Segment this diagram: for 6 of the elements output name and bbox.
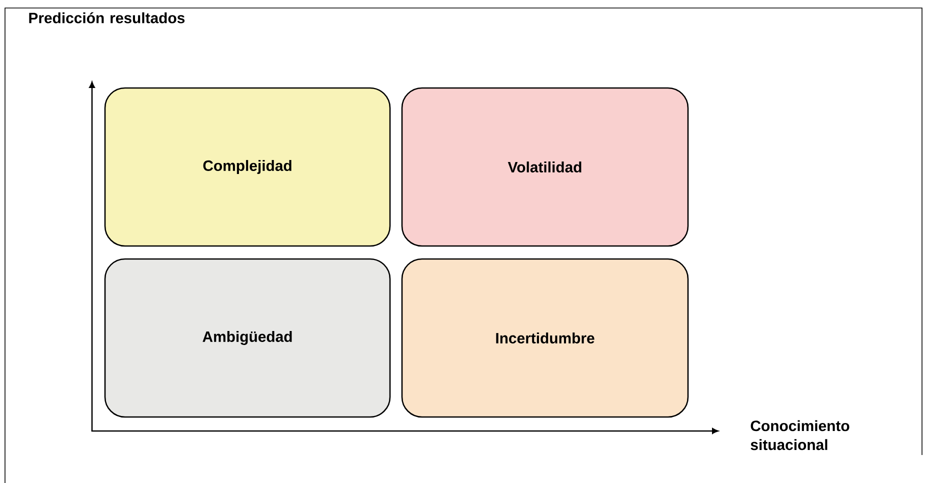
quadrant-box: Ambigüedad (104, 258, 391, 418)
axis-title: Predicción resultados (29, 12, 185, 24)
quadrant-box: Volatilidad (401, 87, 689, 247)
quadrant-box: Incertidumbre (401, 258, 689, 418)
axis-title: Conocimiento situacional (750, 420, 850, 450)
quadrant-box: Complejidad (104, 87, 391, 247)
